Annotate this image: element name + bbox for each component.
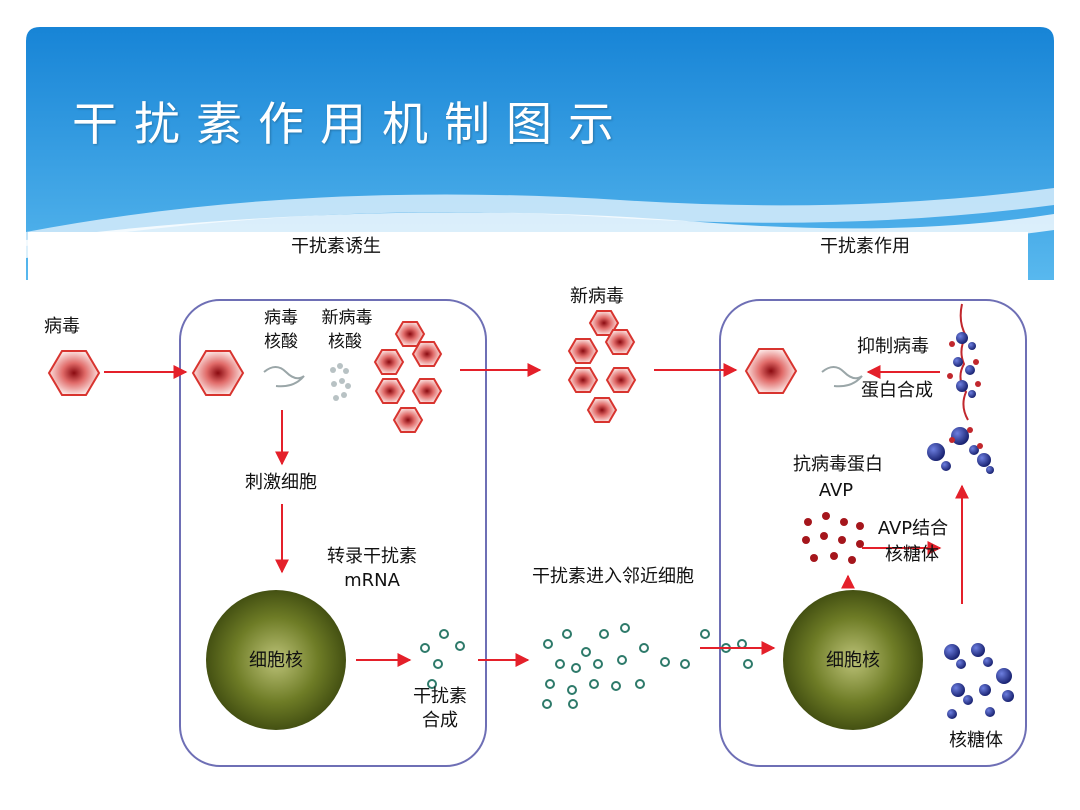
antiviral-protein-label-2: AVP [818,480,854,501]
stimulate-cell-label: 刺激细胞 [245,472,317,493]
virus-icon [411,378,443,404]
ifn-synthesis-label-1: 干扰素 [413,686,467,707]
new-viral-nucleic-acid-label-2: 核酸 [328,332,362,352]
nucleus-neighbor-cell [783,590,923,730]
virus-icon [567,338,599,364]
slide-title: 干扰素作用机制图示 [72,97,630,151]
transcribe-mrna-label-1: 转录干扰素 [327,546,417,567]
interferon-particles [420,623,753,709]
ribosome-mrna-strand [927,303,994,474]
antiviral-protein-dots [802,512,864,564]
nucleus-infected-cell [206,590,346,730]
process-arrows [104,363,969,667]
viral-nucleic-acid-label-2: 核酸 [264,332,298,352]
viral-nucleic-acid [263,366,863,388]
virus-icon [373,349,405,375]
infected-cell-outline [179,299,487,767]
virus-icon [374,378,406,404]
virus-icon [411,341,443,367]
virus-icon [586,397,618,423]
neighbor-cell-outline [719,299,1027,767]
virus-icon [744,348,798,394]
virus-icon [191,350,245,396]
virus-icon [392,407,424,433]
antiviral-protein-label-1: 抗病毒蛋白 [793,454,883,475]
avp-binds-ribosome-label-1: AVP结合 [877,518,949,539]
new-viral-nucleic-acid [330,363,351,401]
nucleus-label-infected: 细胞核 [249,650,303,671]
viral-nucleic-acid-label-1: 病毒 [264,308,298,328]
section-title-action: 干扰素作用 [820,236,910,257]
virus-icon [588,310,620,336]
new-virus-label: 新病毒 [570,286,624,307]
transcribe-mrna-label-2: mRNA [344,570,400,591]
nucleus-label-neighbor: 细胞核 [826,650,880,671]
ifn-synthesis-label-2: 合成 [422,710,458,731]
ribosome-label: 核糖体 [949,730,1003,751]
virus-icon [604,329,636,355]
section-title-induction: 干扰素诱生 [291,236,381,257]
inhibit-viral-protein-label-1: 抑制病毒 [857,336,929,357]
virus-label: 病毒 [44,316,80,337]
inhibit-viral-protein-label-2: 蛋白合成 [861,380,933,401]
ifn-enters-neighbor-label: 干扰素进入邻近细胞 [532,566,694,587]
virus-icon [567,367,599,393]
avp-binds-ribosome-label-2: 核糖体 [885,544,939,565]
header-banner [26,27,1054,280]
ribosome-cluster [944,643,1014,719]
virus-icon [47,350,101,396]
virus-hexagons [47,310,798,433]
virus-icon [605,367,637,393]
new-viral-nucleic-acid-label-1: 新病毒 [321,308,373,328]
virus-icon [394,321,426,347]
